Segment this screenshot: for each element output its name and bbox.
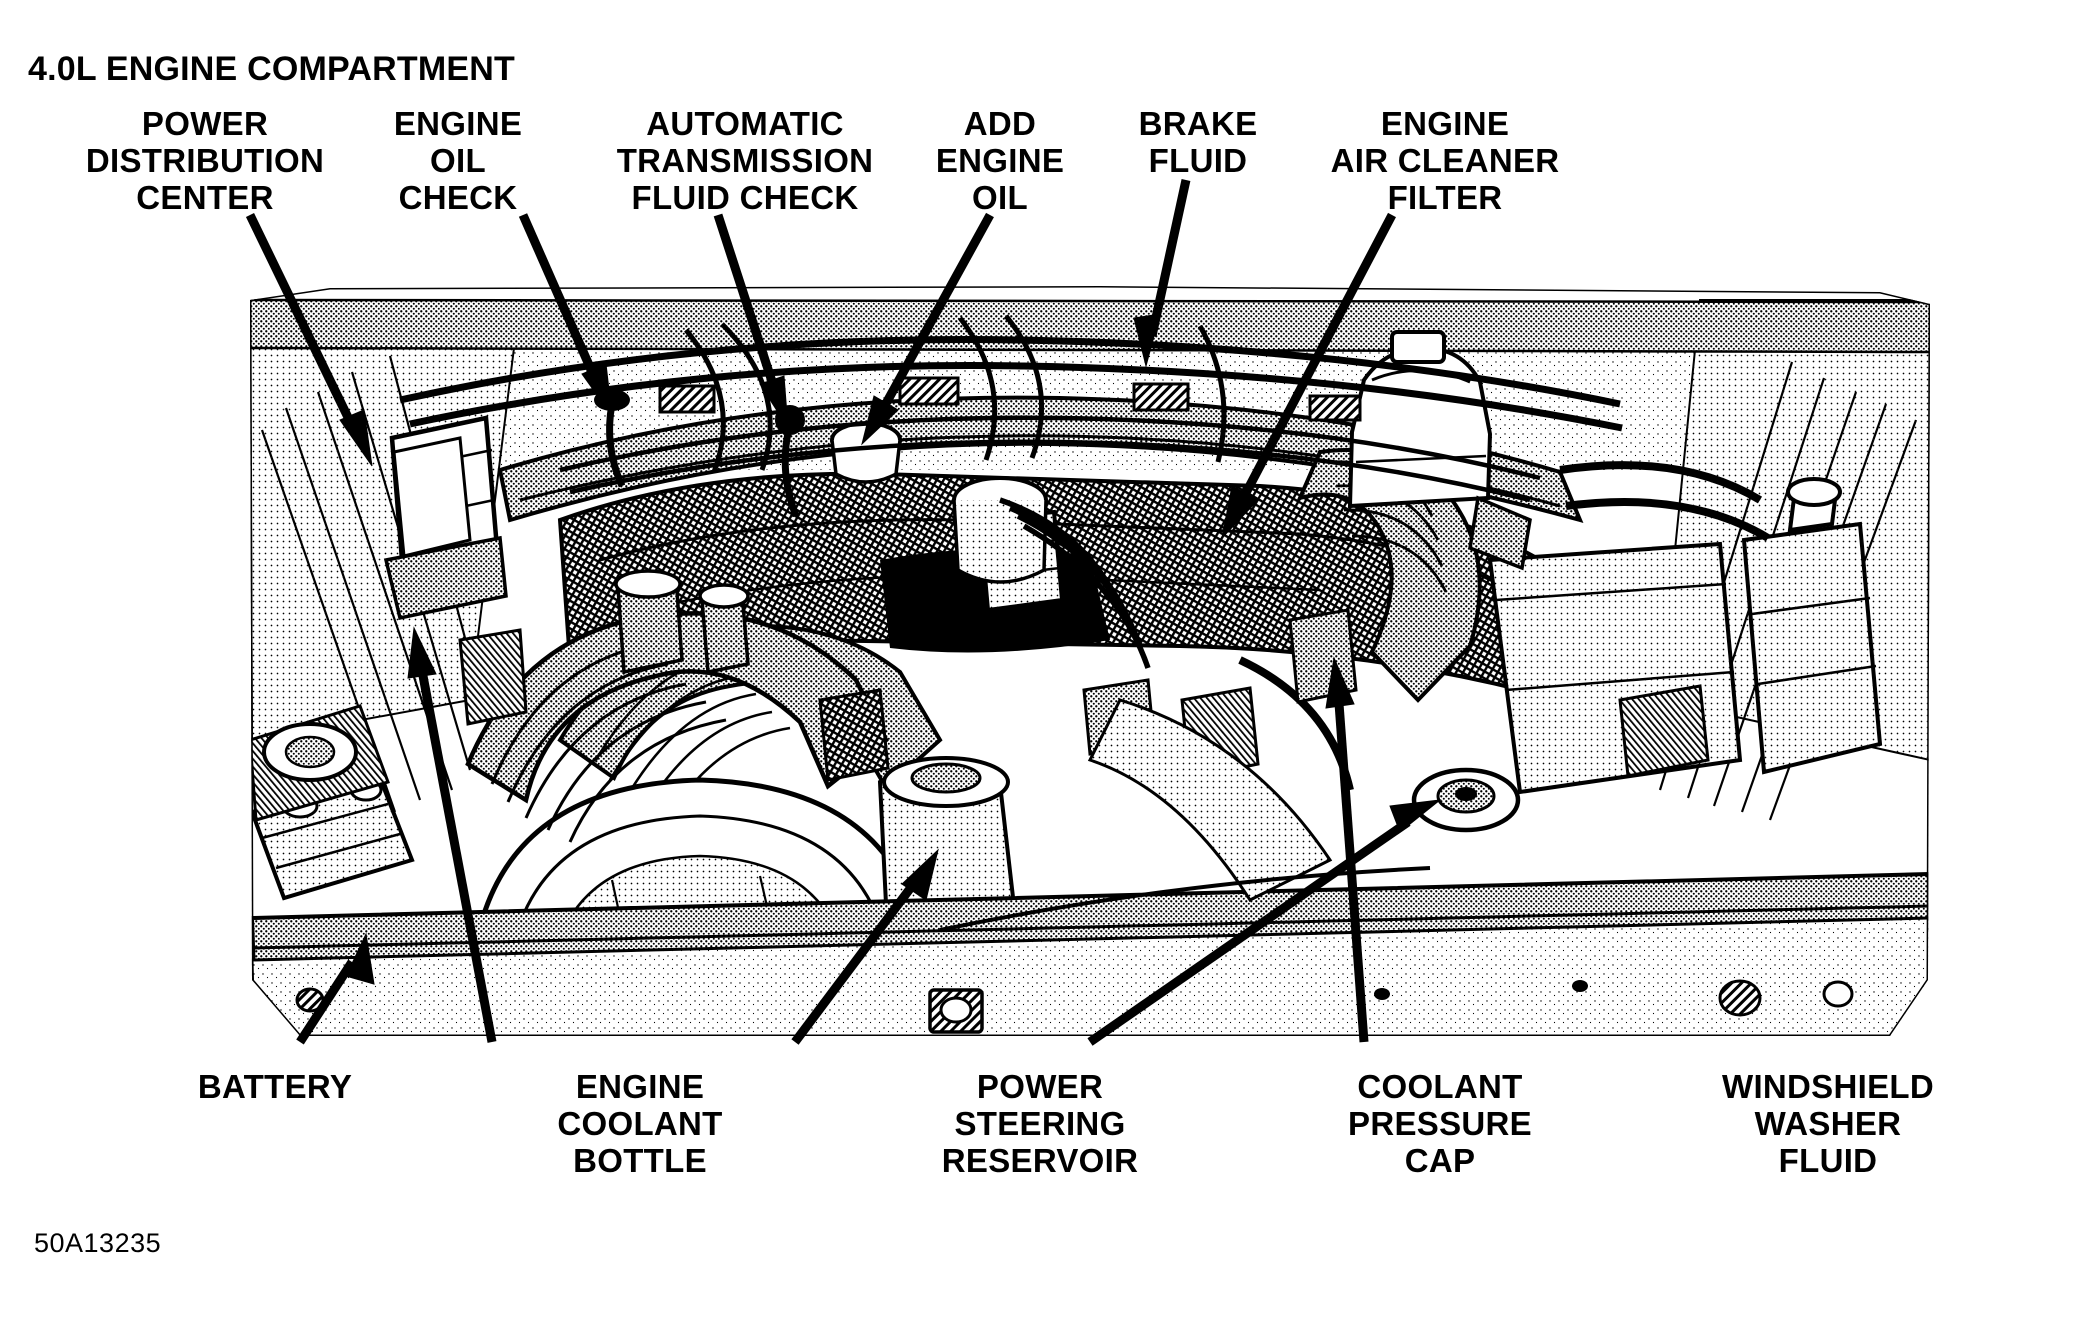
transmission-dipstick bbox=[775, 405, 805, 518]
battery-box bbox=[250, 775, 415, 901]
heater-hoses bbox=[1238, 461, 1771, 791]
leader-automatic-transmission-fluid-check bbox=[713, 213, 789, 429]
corrugated-air-hose bbox=[557, 623, 943, 825]
leader-coolant-pressure-cap bbox=[1087, 799, 1442, 1046]
air-cleaner-housing bbox=[1487, 541, 1743, 795]
page-title: 4.0L ENGINE COMPARTMENT bbox=[28, 50, 515, 88]
leader-engine-oil-check bbox=[518, 213, 613, 418]
misc-brackets bbox=[458, 608, 1710, 782]
leader-add-engine-oil bbox=[861, 212, 994, 446]
callout-brake-fluid: BRAKE FLUID bbox=[1138, 105, 1258, 179]
leader-lines bbox=[245, 179, 1442, 1046]
callout-add-engine-oil: ADD ENGINE OIL bbox=[935, 105, 1065, 216]
callout-engine-air-cleaner-filter: ENGINE AIR CLEANER FILTER bbox=[1330, 105, 1560, 216]
coolant-pressure-cap-part bbox=[1411, 767, 1521, 833]
fuel-rail bbox=[977, 509, 1065, 613]
spark-plug-wires bbox=[999, 497, 1151, 669]
callout-automatic-transmission-fluid-check: AUTOMATIC TRANSMISSION FLUID CHECK bbox=[616, 105, 874, 216]
air-cleaner-duct bbox=[1296, 448, 1482, 703]
callout-battery: BATTERY bbox=[197, 1068, 353, 1105]
leader-engine-coolant-bottle bbox=[407, 626, 497, 1043]
callout-coolant-pressure-cap: COOLANT PRESSURE CAP bbox=[1348, 1068, 1532, 1179]
washer-fluid-bottle bbox=[1741, 477, 1883, 775]
oil-dipstick bbox=[594, 389, 630, 488]
leader-power-distribution-center bbox=[245, 213, 373, 467]
power-steering-reservoir bbox=[877, 756, 1017, 922]
brake-master-cylinder bbox=[1347, 330, 1532, 571]
callout-windshield-washer-fluid: WINDSHIELD WASHER FLUID bbox=[1722, 1068, 1934, 1179]
power-distribution-center-box bbox=[383, 415, 508, 621]
callout-power-steering-reservoir: POWER STEERING RESERVOIR bbox=[941, 1068, 1139, 1179]
leader-battery bbox=[296, 932, 375, 1045]
engine-oil-fill-cap bbox=[830, 421, 902, 484]
vacuum-lines bbox=[684, 314, 1227, 473]
callout-engine-coolant-bottle: ENGINE COOLANT BOTTLE bbox=[557, 1068, 723, 1179]
engine-bay-artwork bbox=[250, 286, 1930, 1036]
upper-radiator-hose bbox=[465, 611, 889, 843]
leader-engine-air-cleaner-filter bbox=[1221, 212, 1396, 540]
accessory-posts bbox=[614, 569, 750, 675]
leader-brake-fluid bbox=[1133, 179, 1191, 368]
callout-engine-oil-check: ENGINE OIL CHECK bbox=[393, 105, 523, 216]
coolant-bottle bbox=[392, 436, 472, 558]
apron-bolts bbox=[295, 979, 1854, 1034]
distributor bbox=[952, 476, 1048, 584]
figure-code: 50A13235 bbox=[34, 1228, 162, 1258]
leader-power-steering-reservoir bbox=[791, 848, 939, 1045]
harness-clips bbox=[658, 376, 1362, 422]
engine-front-cover bbox=[467, 777, 933, 1015]
callout-power-distribution-center: POWER DISTRIBUTION CENTER bbox=[85, 105, 325, 216]
wiring-harness bbox=[399, 336, 1623, 432]
leader-windshield-washer-fluid bbox=[1325, 656, 1369, 1043]
